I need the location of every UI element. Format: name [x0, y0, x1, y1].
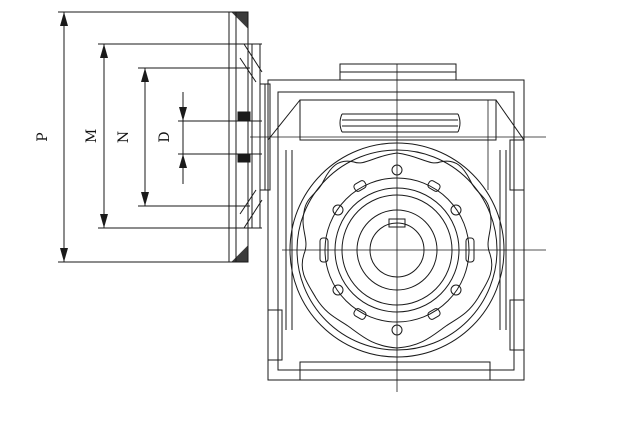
label-p: P	[35, 132, 51, 141]
label-d: D	[157, 131, 173, 142]
dimension-n	[138, 67, 250, 207]
dimension-labels: P M N D	[35, 129, 173, 143]
dimension-m	[98, 43, 262, 229]
dimension-p	[58, 11, 232, 263]
label-m: M	[84, 129, 100, 143]
dimension-lines	[58, 11, 262, 263]
gearbox-housing	[267, 63, 525, 381]
center-lines	[250, 64, 546, 392]
dimension-d	[178, 92, 262, 184]
label-n: N	[116, 131, 132, 143]
output-flange	[228, 11, 271, 263]
